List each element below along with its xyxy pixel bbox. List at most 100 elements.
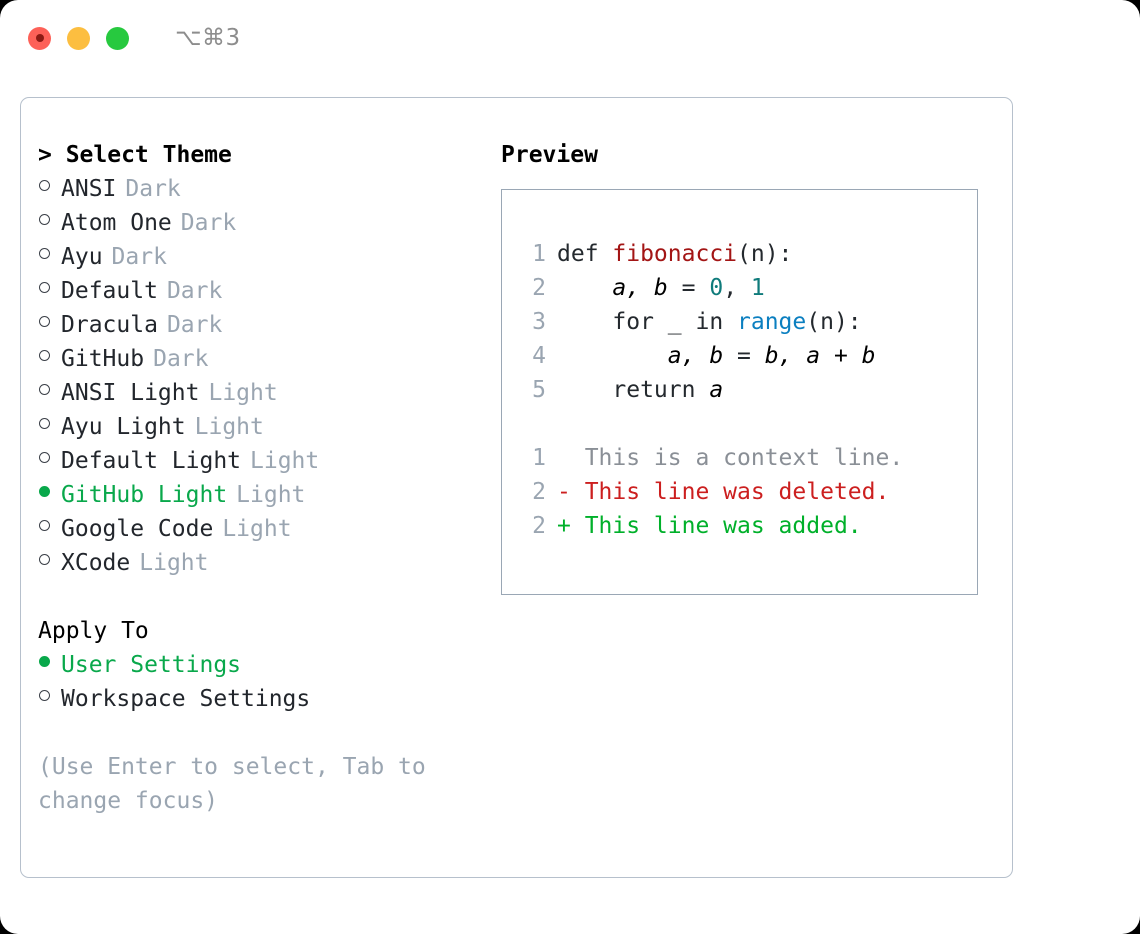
code-line-content: a, b = b, a + b (557, 339, 876, 373)
code-token (557, 343, 668, 369)
theme-option-label: Default Light (61, 448, 242, 474)
code-token: = (723, 343, 765, 369)
theme-option-label: Default (61, 278, 158, 304)
code-line: 4 a, b = b, a + b (514, 339, 977, 373)
code-token: (n): (737, 241, 793, 267)
code-line: 3 for _ in range(n): (514, 305, 977, 339)
theme-option-label: Google Code (61, 516, 214, 542)
code-token: return (557, 377, 710, 403)
line-number: 1 (532, 241, 546, 267)
select-theme-heading: > Select Theme (38, 142, 232, 168)
code-token: a (709, 377, 724, 403)
theme-option-9[interactable]: GitHub Light Light (38, 478, 478, 512)
theme-option-kind: Light (250, 448, 320, 474)
code-line: 5 return a (514, 373, 977, 407)
theme-option-3[interactable]: Default Dark (38, 274, 478, 308)
line-number: 2 (532, 479, 546, 505)
code-token: (n): (806, 309, 862, 335)
line-number: 2 (532, 275, 546, 301)
theme-option-kind: Light (139, 550, 209, 576)
theme-option-kind: Dark (125, 176, 181, 202)
theme-option-kind: Light (194, 414, 264, 440)
theme-option-2[interactable]: Ayu Dark (38, 240, 478, 274)
theme-option-4[interactable]: Dracula Dark (38, 308, 478, 342)
code-token: fibonacci (612, 241, 738, 267)
code-token: 0 (709, 275, 724, 301)
code-line: 1 def fibonacci(n): (514, 237, 977, 271)
theme-option-label: Ayu (61, 244, 103, 270)
line-number: 1 (532, 445, 546, 471)
code-token (557, 275, 612, 301)
theme-option-0[interactable]: ANSI Dark (38, 172, 478, 206)
theme-option-11[interactable]: XCode Light (38, 546, 478, 580)
code-line: 2 a, b = 0, 1 (514, 271, 977, 305)
code-token: b, a + b (764, 343, 876, 369)
preview-heading: Preview (501, 142, 598, 168)
theme-option-5[interactable]: GitHub Dark (38, 342, 478, 376)
theme-option-kind: Dark (166, 312, 223, 338)
code-token: a, b (667, 343, 724, 369)
theme-option-kind: Light (236, 482, 306, 508)
code-line-content: a, b = 0, 1 (557, 271, 765, 305)
code-line-content: return a (557, 373, 723, 407)
theme-option-label: GitHub (61, 346, 145, 372)
theme-option-label: GitHub Light (61, 482, 228, 508)
apply-option-label: Workspace Settings (61, 686, 311, 712)
diff-line: 2 - This line was deleted. (514, 475, 977, 509)
theme-option-label: XCode (61, 550, 131, 576)
diff-line-content: + This line was added. (557, 513, 862, 539)
diff-line: 2 + This line was added. (514, 509, 977, 543)
code-line-content: for _ in range(n): (557, 305, 862, 339)
traffic-light-buttons (28, 26, 129, 50)
code-token: range (737, 309, 807, 335)
theme-option-label: Dracula (61, 312, 158, 338)
line-number: 5 (532, 377, 546, 403)
code-line-content: def fibonacci(n): (557, 237, 792, 271)
zoom-icon[interactable] (106, 26, 129, 50)
theme-option-8[interactable]: Default Light Light (38, 444, 478, 478)
code-diff-separator (514, 407, 977, 441)
line-number: 4 (532, 343, 546, 369)
title-bar: ⌥⌘3 (0, 0, 1140, 76)
theme-option-1[interactable]: Atom One Dark (38, 206, 478, 240)
keyboard-hint-text: (Use Enter to select, Tab to change focu… (38, 754, 426, 814)
theme-option-7[interactable]: Ayu Light Light (38, 410, 478, 444)
code-token: 1 (750, 275, 765, 301)
close-icon[interactable] (28, 26, 51, 50)
apply-option-0[interactable]: User Settings (38, 648, 478, 682)
code-token: for _ in (557, 309, 738, 335)
apply-option-label: User Settings (61, 652, 242, 678)
code-token: def (557, 241, 613, 267)
theme-option-label: ANSI (61, 176, 117, 202)
apply-to-heading: Apply To (38, 618, 149, 644)
diff-line-content: - This line was deleted. (557, 479, 890, 505)
theme-option-label: Ayu Light (61, 414, 186, 440)
theme-option-kind: Dark (153, 346, 209, 372)
line-number: 2 (532, 513, 546, 539)
minimize-icon[interactable] (67, 26, 90, 50)
keyboard-shortcut-label: ⌥⌘3 (175, 25, 241, 51)
theme-option-kind: Dark (111, 244, 167, 270)
apply-option-1[interactable]: Workspace Settings (38, 682, 478, 716)
code-token: , (723, 275, 751, 301)
theme-option-kind: Dark (180, 210, 237, 236)
line-number: 3 (532, 309, 546, 335)
diff-line: 1 This is a context line. (514, 441, 977, 475)
theme-option-label: Atom One (61, 210, 172, 236)
diff-block: 1 This is a context line. 2 - This line wa… (514, 441, 977, 543)
diff-line-content: This is a context line. (557, 445, 904, 471)
theme-option-label: ANSI Light (61, 380, 200, 406)
theme-option-kind: Dark (166, 278, 223, 304)
code-token: a, b (612, 275, 668, 301)
